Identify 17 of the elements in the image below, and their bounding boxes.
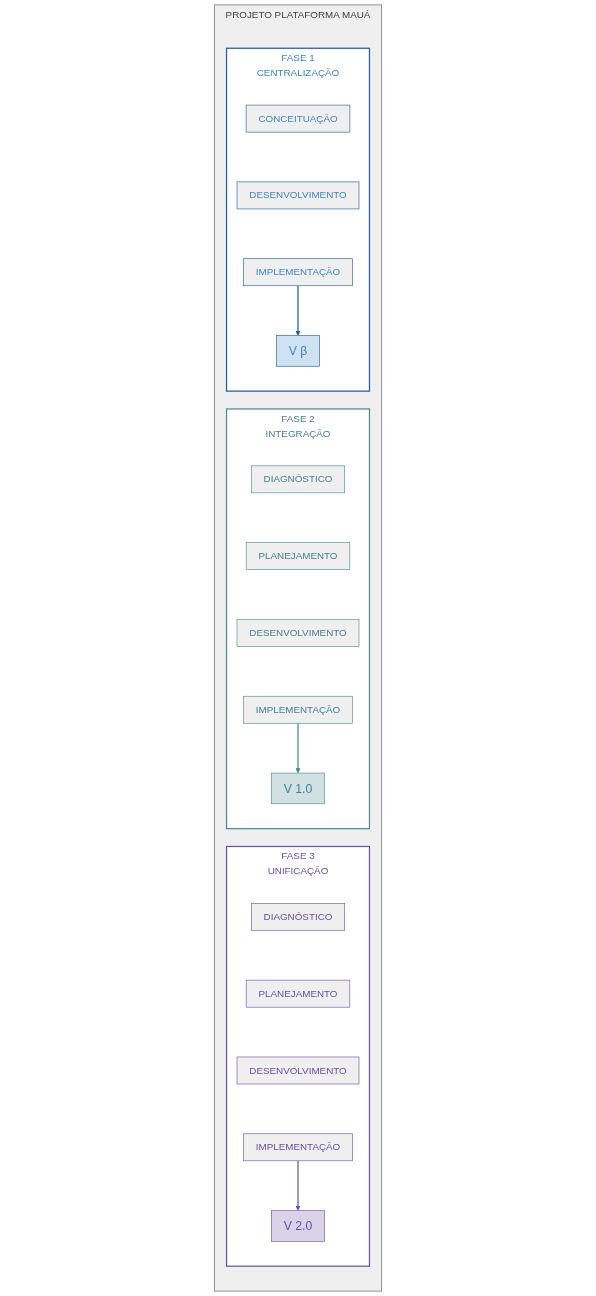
node-box: DESENVOLVIMENTO [236, 181, 360, 210]
node-box: CONCEITUAÇÃO [245, 104, 351, 133]
node-box: IMPLEMENTAÇÃO [243, 695, 353, 724]
node-box: DESENVOLVIMENTO [236, 619, 360, 647]
node-box: DIAGNÓSTICO [251, 465, 345, 494]
node-box: PLANEJAMENTO [245, 542, 351, 570]
node-box: V β [276, 335, 320, 367]
node-box: IMPLEMENTAÇÃO [243, 258, 353, 287]
node-box: PLANEJAMENTO [245, 979, 351, 1008]
arrow [295, 1160, 301, 1211]
node-box: IMPLEMENTAÇÃO [243, 1133, 353, 1162]
arrow [295, 722, 301, 774]
node-box: DESENVOLVIMENTO [236, 1056, 360, 1085]
arrow [295, 285, 301, 336]
node-box: V 2.0 [271, 1210, 325, 1242]
node-box: V 1.0 [271, 772, 325, 805]
node-box: DIAGNÓSTICO [251, 903, 345, 931]
